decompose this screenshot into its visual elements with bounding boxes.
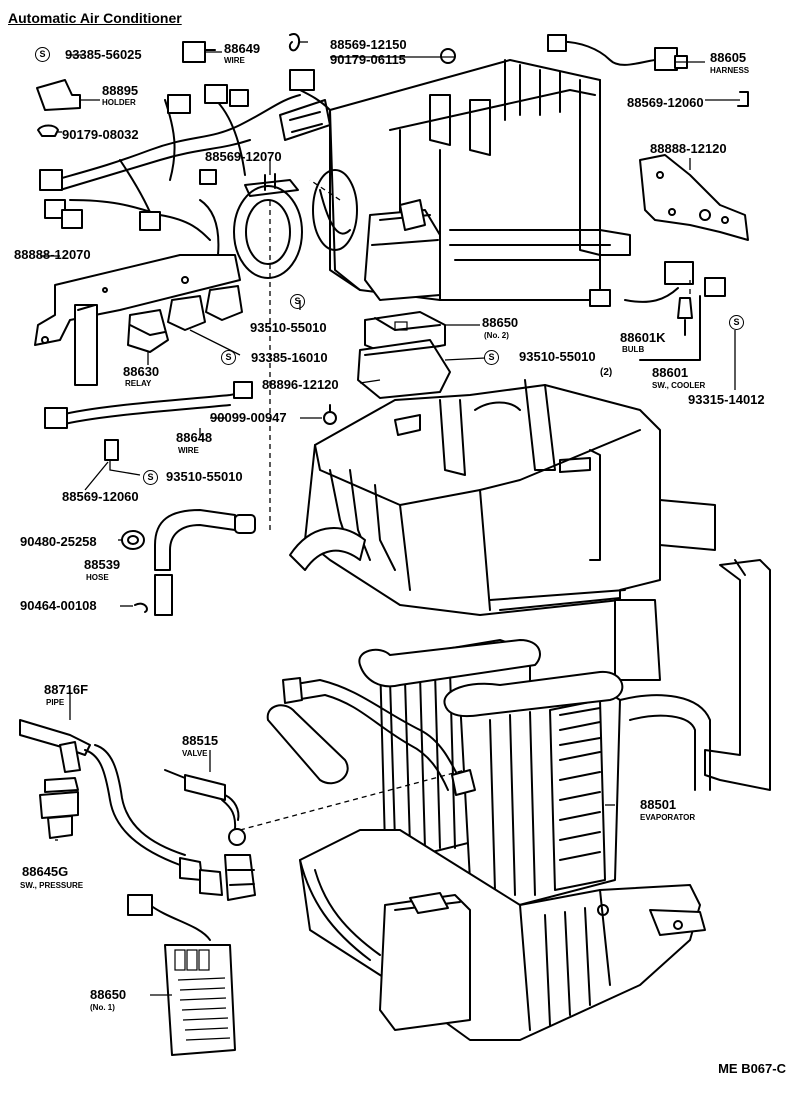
part-number: 90480-25258 (20, 534, 97, 549)
top-row-connectors (36, 33, 456, 137)
part-number: 88649 (224, 41, 261, 56)
pipe-88716f (19, 719, 256, 901)
amplifier-no1 (127, 894, 236, 1056)
part-name: (2) (600, 367, 613, 378)
part-number: 93385-16010 (251, 350, 328, 365)
relay-bracket (34, 254, 243, 386)
s-mark: S (729, 315, 744, 330)
part-number: 88650 (482, 315, 519, 330)
part-number: 88601 (652, 365, 689, 380)
part-number: 93510-55010 (519, 349, 596, 364)
diagram-code: ME B067-C (718, 1061, 786, 1076)
bracket-88888-12120 (639, 154, 749, 241)
part-number: 90464-00108 (20, 598, 97, 613)
part-number: 93315-14012 (688, 392, 765, 407)
part-name: WIRE (178, 446, 199, 455)
part-number: 90179-08032 (62, 127, 139, 142)
part-name: HOLDER (102, 98, 136, 107)
part-number: 88888-12120 (650, 141, 727, 156)
drain-duct-right (614, 559, 771, 791)
part-name: VALVE (182, 749, 208, 758)
servo-motor (233, 173, 303, 279)
part-name: HOSE (86, 573, 109, 582)
wire-88648 (44, 381, 253, 461)
part-number: 93510-55010 (250, 320, 327, 335)
part-name: (No. 2) (484, 331, 509, 340)
part-number: 88630 (123, 364, 160, 379)
part-name: SW., COOLER (652, 381, 706, 390)
s-mark: S (221, 350, 236, 365)
part-name: SW., PRESSURE (20, 881, 84, 890)
part-number: 90179-06115 (330, 52, 406, 67)
s-mark: S (290, 294, 305, 309)
part-number: 88896-12120 (262, 377, 339, 392)
part-number: 90099-00947 (210, 410, 287, 425)
diagram-title: Automatic Air Conditioner (8, 10, 182, 26)
pressure-switch (39, 777, 79, 839)
bolt (323, 404, 337, 425)
part-number: 88569-12060 (627, 95, 704, 110)
part-name: WIRE (224, 56, 245, 65)
part-number: 88569-12150 (330, 37, 407, 52)
part-number: 88569-12060 (62, 489, 139, 504)
upper-housing (289, 379, 716, 616)
part-number: 88716F (44, 682, 89, 697)
part-number: 93510-55010 (166, 469, 243, 484)
part-number: 88645G (22, 864, 69, 879)
s-mark: S (143, 470, 158, 485)
part-number: 93385-56025 (65, 47, 142, 62)
part-name: HARNESS (710, 66, 750, 75)
s-mark: S (484, 350, 499, 365)
s-mark: S (35, 47, 50, 62)
part-number: 88601K (620, 330, 666, 345)
wire-harness-upper (39, 69, 331, 274)
evaporator (266, 639, 711, 911)
cooler-switch (589, 261, 726, 361)
part-number: 88650 (90, 987, 127, 1002)
part-name: RELAY (125, 379, 152, 388)
part-name: PIPE (46, 698, 65, 707)
part-number: 88539 (84, 557, 121, 572)
part-number: 88605 (710, 50, 747, 65)
part-number: 88501 (640, 797, 677, 812)
part-name: BULB (622, 345, 645, 354)
upper-case-assembly (279, 59, 631, 301)
part-name: (No. 1) (90, 1003, 115, 1012)
part-number: 88888-12070 (14, 247, 91, 262)
part-number: 88569-12070 (205, 149, 282, 164)
lower-case (299, 829, 706, 1041)
hose-88539 (121, 509, 256, 616)
part-name: EVAPORATOR (640, 813, 696, 822)
amplifier-no2 (357, 311, 451, 399)
part-number: 88648 (176, 430, 213, 445)
expansion-valve (164, 769, 246, 846)
leader-lines (40, 41, 740, 996)
harness-88605 (547, 34, 749, 107)
part-number: 88515 (182, 733, 219, 748)
part-number: 88895 (102, 83, 139, 98)
